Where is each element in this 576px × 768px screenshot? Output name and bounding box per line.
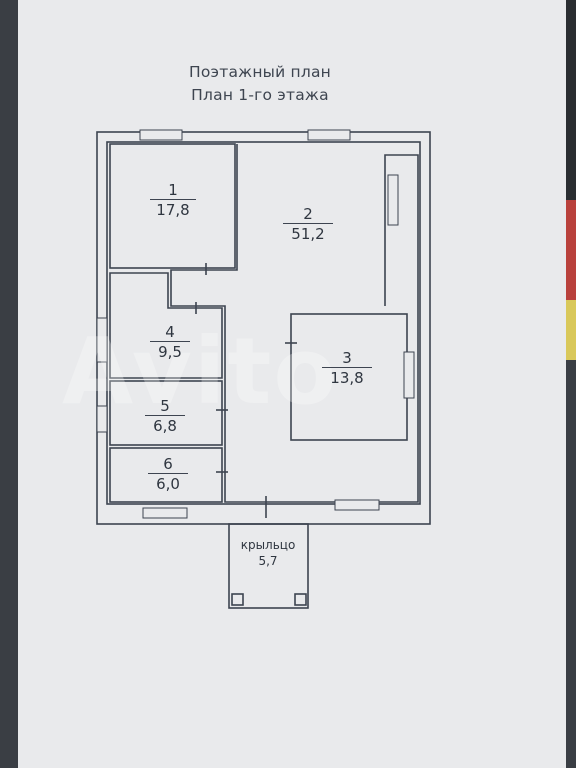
room-4-label: 4 9,5 [150, 323, 190, 361]
room-4-outline [109, 272, 223, 379]
window-top-left [139, 129, 183, 141]
room-number: 1 [168, 181, 178, 199]
room-1-label: 1 17,8 [150, 181, 196, 219]
room-5-outline [109, 380, 223, 446]
room-3-label: 3 13,8 [322, 349, 372, 387]
porch-area: 5,7 [258, 554, 278, 568]
document-subtitle: План 1-го этажа [191, 86, 329, 104]
porch-name: крыльцо [240, 538, 296, 552]
window-right-upper [387, 174, 399, 226]
room-number: 5 [160, 397, 170, 415]
window-bottom-right [334, 499, 380, 511]
document-title: Поэтажный план [189, 63, 331, 81]
room-number: 3 [342, 349, 352, 367]
room-1-outline [109, 143, 236, 269]
window-left-lower [96, 405, 108, 433]
room-5-label: 5 6,8 [145, 397, 185, 435]
room-area: 17,8 [150, 199, 196, 219]
window-top-right [307, 129, 351, 141]
room-6-label: 6 6,0 [148, 455, 188, 493]
porch-column-right [294, 593, 307, 606]
room-number: 4 [165, 323, 175, 341]
window-bottom-left [142, 507, 188, 519]
room-number: 2 [303, 205, 313, 223]
watermark: Avito [62, 318, 339, 425]
porch-outline [228, 523, 309, 609]
porch-label: крыльцо 5,7 [230, 537, 306, 569]
room-area: 9,5 [150, 341, 190, 361]
window-right-lower [403, 351, 415, 399]
room-area: 51,2 [283, 223, 333, 243]
room-area: 13,8 [322, 367, 372, 387]
room-area: 6,8 [145, 415, 185, 435]
porch-column-left [231, 593, 244, 606]
room-2-label: 2 51,2 [283, 205, 333, 243]
room-number: 6 [163, 455, 173, 473]
window-left-upper [96, 317, 108, 363]
room-6-outline [109, 447, 223, 503]
room-area: 6,0 [148, 473, 188, 493]
room-2-outline [170, 144, 419, 503]
